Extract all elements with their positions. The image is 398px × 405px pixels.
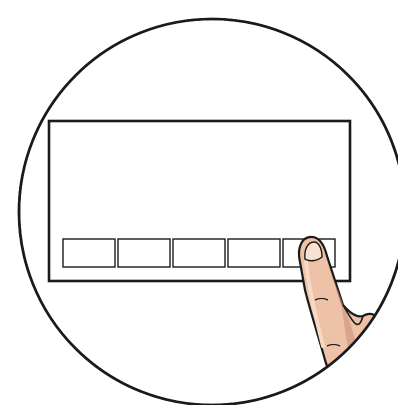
soft-key[interactable] — [118, 239, 170, 267]
soft-key[interactable] — [63, 239, 115, 267]
fingernail — [305, 242, 322, 261]
soft-key[interactable] — [173, 239, 225, 267]
soft-key-row — [63, 239, 335, 267]
soft-key[interactable] — [228, 239, 280, 267]
